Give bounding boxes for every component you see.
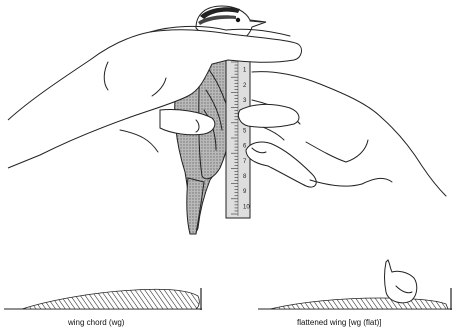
wing-chord-caption: wing chord (wg): [68, 318, 124, 327]
flattened-wing-caption: flattened wing [wg (flat)]: [297, 318, 381, 327]
right-hand-thumb: [246, 142, 316, 187]
wing-chord-wing-shape: [22, 289, 199, 309]
flattened-wing-diagram: [258, 260, 452, 310]
right-hand-palm: [252, 72, 446, 196]
measuring-ruler: 12345678910: [226, 54, 250, 218]
bird-eye: [236, 18, 240, 22]
flattened-wing-wing-shape: [270, 298, 448, 309]
flattening-finger: [385, 260, 417, 303]
right-hand: [238, 72, 446, 196]
ruler-number: 10: [243, 204, 250, 210]
right-hand-index-finger: [238, 104, 299, 127]
wing-chord-diagram: [4, 288, 202, 310]
